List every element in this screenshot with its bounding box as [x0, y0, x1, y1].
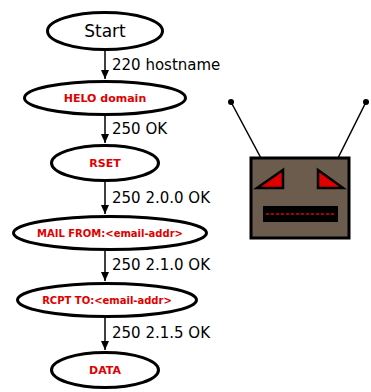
node-text: RSET — [89, 157, 120, 170]
arrow-connector — [104, 182, 106, 214]
robot-mouth — [263, 206, 338, 222]
ellipse-node: HELO domain — [23, 80, 187, 116]
edge-label: 250 OK — [111, 121, 168, 138]
node-text: Start — [84, 21, 126, 41]
antenna — [337, 102, 366, 160]
edge-label: 250 2.1.5 OK — [111, 325, 211, 342]
ellipse-node: DATA — [50, 351, 160, 389]
edge-label: 250 2.0.0 OK — [111, 190, 211, 207]
robot-mouth-line — [266, 213, 336, 215]
node-text: DATA — [89, 364, 121, 377]
ellipse-node: MAIL FROM:<email-addr> — [12, 215, 208, 251]
arrow-connector — [104, 116, 106, 143]
arrow-connector — [104, 318, 106, 350]
robot-head — [251, 158, 349, 238]
ellipse-node: Start — [46, 11, 164, 51]
antenna — [231, 102, 262, 160]
antenna-tip — [228, 99, 234, 105]
node-text: MAIL FROM:<email-addr> — [37, 228, 183, 239]
antenna-tip — [363, 99, 369, 105]
robot-eye — [257, 170, 283, 188]
ellipse-node: RSET — [50, 144, 160, 182]
ellipse-node: RCPT TO:<email-addr> — [16, 282, 198, 318]
node-text: RCPT TO:<email-addr> — [42, 295, 172, 306]
robot-eye — [318, 170, 343, 188]
edge-label: 250 2.1.0 OK — [111, 257, 211, 274]
arrow-connector — [104, 251, 106, 281]
node-text: HELO domain — [64, 92, 146, 105]
edge-label: 220 hostname — [111, 57, 221, 74]
arrow-connector — [104, 51, 106, 79]
